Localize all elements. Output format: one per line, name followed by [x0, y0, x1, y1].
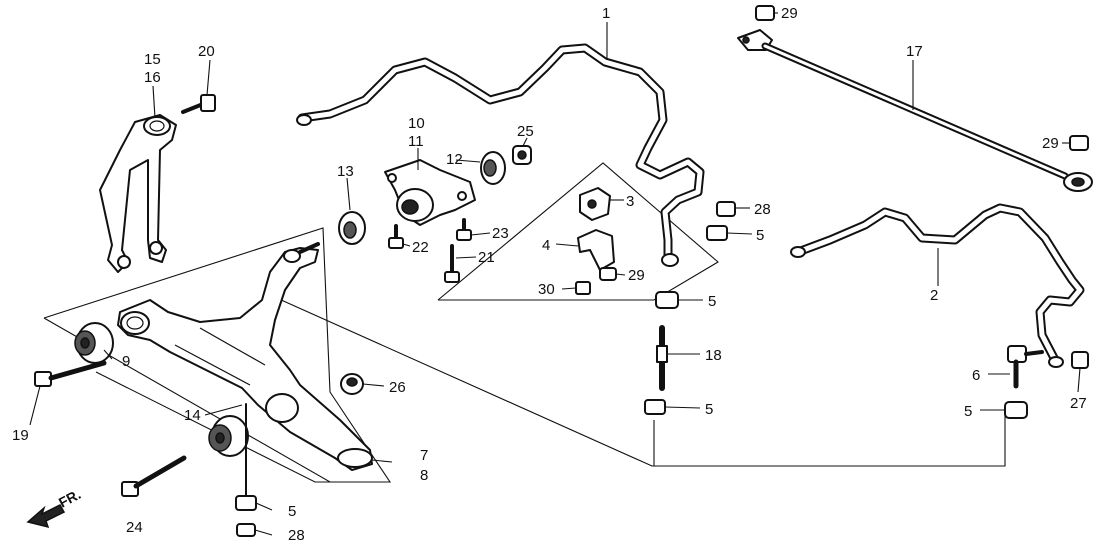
callout-6: 6	[972, 367, 980, 384]
bushing-12	[480, 151, 506, 185]
bolt-20	[181, 94, 216, 114]
bolt-30	[575, 281, 591, 295]
callout-20: 20	[198, 43, 215, 60]
callout-3: 3	[626, 193, 634, 210]
callout-16: 16	[144, 69, 161, 86]
callout-27: 27	[1070, 395, 1087, 412]
nut-29-right	[1069, 135, 1089, 151]
callout-23: 23	[492, 225, 509, 242]
callout-4: 4	[542, 237, 550, 254]
callout-2: 2	[930, 287, 938, 304]
nut-5-link	[644, 399, 666, 415]
callout-labels: 1 29 17 15 16 20 10 11 25 12 13 29 3 28 …	[12, 5, 1087, 544]
nut-25	[512, 145, 532, 165]
callout-5-right: 5	[964, 403, 972, 420]
bushing-9	[74, 322, 114, 364]
callout-13: 13	[337, 163, 354, 180]
callout-12: 12	[446, 151, 463, 168]
leader-lines	[29, 12, 1081, 536]
callout-14: 14	[184, 407, 201, 424]
callout-29-top: 29	[781, 5, 798, 22]
callout-29-center: 29	[628, 267, 645, 284]
callout-5-link: 5	[705, 401, 713, 418]
bolt-19	[34, 360, 107, 387]
callout-7: 7	[420, 447, 428, 464]
link-6	[1007, 345, 1044, 389]
bolt-23	[456, 218, 472, 241]
callout-28-lower: 28	[288, 527, 305, 544]
strut-bar-17	[737, 29, 1093, 192]
bracket-10-11	[384, 159, 476, 226]
callout-28-upper: 28	[754, 201, 771, 218]
callout-17: 17	[906, 43, 923, 60]
nut-5-mid	[655, 291, 679, 309]
callout-11: 11	[408, 133, 424, 150]
callout-5-mid: 5	[708, 293, 716, 310]
group-frame-lines	[43, 162, 1006, 483]
holder-3	[579, 187, 611, 221]
nut-28-upper	[716, 201, 736, 217]
callout-18: 18	[705, 347, 722, 364]
nut-29-top	[755, 5, 775, 21]
front-direction-arrow: FR.	[26, 486, 83, 529]
bushing-13	[338, 211, 366, 245]
callout-5-upper: 5	[756, 227, 764, 244]
lower-control-arm	[117, 242, 373, 471]
callout-21: 21	[478, 249, 495, 266]
callout-25: 25	[517, 123, 534, 140]
callout-15: 15	[144, 51, 161, 68]
callout-29-right: 29	[1042, 135, 1059, 152]
bushing-26	[340, 373, 364, 395]
callout-1: 1	[602, 5, 610, 22]
nut-28-lower	[236, 523, 256, 537]
nut-5-lower	[235, 403, 257, 511]
nut-5-right	[1004, 401, 1028, 419]
lower-arm-bracket	[99, 114, 177, 273]
bushing-14	[208, 415, 249, 457]
bolt-24	[121, 455, 187, 497]
callout-19: 19	[12, 427, 29, 444]
stabilizer-bar-2	[790, 203, 1085, 368]
nut-5-upper	[706, 225, 728, 241]
callout-9: 9	[122, 353, 130, 370]
callout-30: 30	[538, 281, 555, 298]
stabilizer-bar-1	[296, 43, 705, 267]
callout-26: 26	[389, 379, 406, 396]
callout-24: 24	[126, 519, 143, 536]
nut-29-center	[599, 267, 617, 281]
callout-22: 22	[412, 239, 429, 256]
bolt-21	[444, 244, 460, 283]
callout-5-lower: 5	[288, 503, 296, 520]
callout-10: 10	[408, 115, 425, 132]
bushing-4	[577, 229, 615, 271]
link-18	[656, 325, 668, 391]
nut-27	[1071, 351, 1089, 369]
callout-8: 8	[420, 467, 428, 484]
bolt-22	[388, 224, 404, 249]
